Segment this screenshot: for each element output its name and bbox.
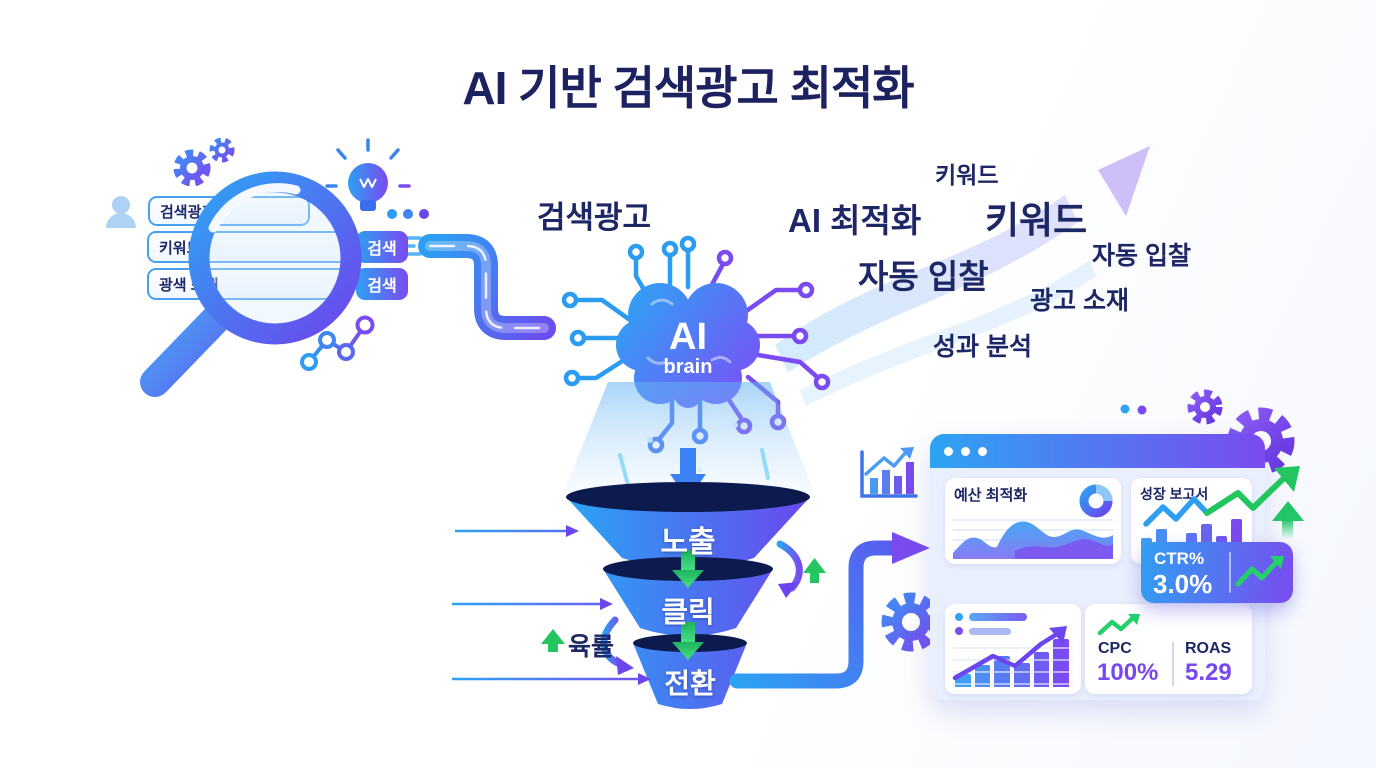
bar: [974, 665, 991, 687]
bar: [1231, 519, 1242, 557]
funnel-stage-2-label: 클릭: [661, 597, 715, 629]
growth-card-title: 성장 보고서: [1140, 486, 1209, 502]
mini-bar-chart: [955, 639, 1070, 687]
roas-value: 5.29: [1185, 659, 1232, 686]
ctr-value: 3.0%: [1153, 569, 1213, 599]
window-dot[interactable]: [978, 446, 987, 456]
rate-label: 육률: [568, 633, 615, 661]
search-button-1[interactable]: 검색: [356, 231, 408, 263]
cpc-label: CPC: [1098, 640, 1132, 657]
keyword-3: 키워드: [985, 200, 1088, 241]
roas-label: ROAS: [1185, 640, 1232, 657]
area-chart: [953, 519, 1113, 559]
metrics-divider: [1172, 642, 1174, 686]
search-field-2[interactable]: 키워드: [147, 231, 353, 263]
brain-label-line2: brain: [663, 356, 713, 378]
ctr-label: CTR%: [1154, 549, 1205, 568]
keyword-6: 광고 소재: [1030, 287, 1129, 315]
dashboard-titlebar: [930, 434, 1265, 468]
ctr-trend-icon: [1235, 556, 1284, 587]
keyword-2: AI 최적화: [788, 202, 922, 239]
ctr-divider: [1229, 552, 1231, 593]
budget-card: 예산 최적화: [945, 478, 1121, 564]
funnel-stage-1-label: 노출: [660, 526, 716, 559]
keyword-4: 자동 입찰: [858, 258, 989, 295]
donut-chart-icon: [1079, 484, 1113, 518]
funnel-stage-3-label: 전환: [664, 668, 716, 699]
bar: [1014, 663, 1030, 687]
page-title: AI 기반 검색광고 최적화: [462, 62, 914, 114]
mini-report-legend: [955, 613, 1027, 641]
bar: [1053, 639, 1070, 687]
mini-report-card: [945, 604, 1081, 694]
cpc-value: 100%: [1097, 659, 1159, 686]
budget-card-title: 예산 최적화: [954, 487, 1028, 504]
input-stage-label: 검색광고: [537, 200, 652, 235]
keyword-5: 자동 입찰: [1092, 242, 1191, 270]
search-field-3-value: 광색 소재: [159, 276, 219, 294]
search-field-1-value: 검색광고: [160, 203, 216, 221]
ctr-stat-card: CTR% 3.0%: [1141, 542, 1293, 603]
cpc-trend-icon: [1097, 613, 1140, 636]
brain-label-line1: AI: [669, 316, 707, 358]
bar: [1033, 651, 1050, 687]
window-dot[interactable]: [944, 446, 953, 456]
mini-trend-arrow: [952, 626, 1073, 685]
search-field-3[interactable]: 광색 소재: [147, 268, 353, 300]
bar: [1201, 523, 1212, 557]
metrics-card: CPC 100% ROAS 5.29: [1085, 604, 1252, 694]
search-field-1[interactable]: 검색광고: [148, 196, 310, 226]
search-field-2-value: 키워드: [159, 239, 201, 257]
window-dot[interactable]: [961, 446, 970, 456]
keyword-1: 키워드: [935, 162, 999, 188]
search-button-2[interactable]: 검색: [356, 268, 408, 300]
keyword-7: 성과 분석: [933, 333, 1032, 361]
